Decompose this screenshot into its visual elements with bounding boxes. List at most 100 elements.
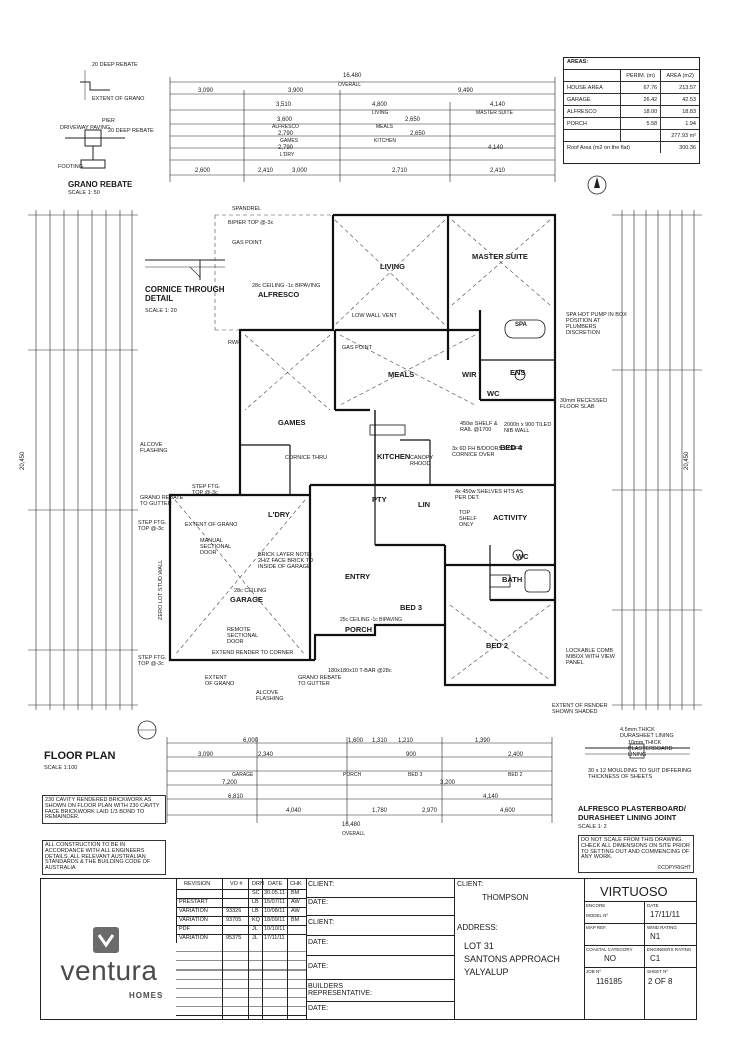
coastal-value: NO xyxy=(604,954,616,963)
bottom-dim-label: BED 3 xyxy=(408,772,423,778)
overall-top: 16,480 xyxy=(343,73,362,79)
room-living: LIVING xyxy=(380,262,406,271)
title-block: ventura HOMES REVISION VO # DRN DATE CHK… xyxy=(40,878,697,1020)
top-dim: 4,140 xyxy=(488,145,504,151)
bottom-dim: 2,400 xyxy=(508,752,524,758)
address-label: ADDRESS: xyxy=(457,923,498,932)
room-bed-3: BED 3 xyxy=(400,603,423,612)
note-grano-rebate: GRANO REBATE TO GUTTER xyxy=(298,675,342,687)
rebate-label: FOOTING xyxy=(58,164,84,170)
note-spa: SPA HOT PUMP IN BOX POSITION AT PLUMBERS… xyxy=(566,312,627,336)
section-marker-icon xyxy=(137,720,157,740)
date-sign-label: DATE: xyxy=(308,939,329,946)
right-overall: 20,450 xyxy=(684,451,690,470)
eng-rating-value: C1 xyxy=(650,954,661,963)
note-shelf-rail: 450w SHELF & RAIL @1700 xyxy=(460,421,498,433)
rev-header: REVISION xyxy=(184,881,211,887)
job-no-label: JOB Nº xyxy=(586,969,601,974)
bottom-dim-label: PORCH xyxy=(343,772,362,778)
bottom-dim-label: BED 2 xyxy=(508,772,523,778)
note-lintel: 180x180x10 T-BAR @28c xyxy=(328,668,392,674)
design-name: VIRTUOSO xyxy=(600,884,668,899)
rev-header: DATE xyxy=(268,881,283,887)
scale-warning-text: DO NOT SCALE FROM THIS DRAWING. CHECK AL… xyxy=(581,837,690,861)
bottom-dim: 2,340 xyxy=(258,752,274,758)
note-canopy: CANOPY RHOOD xyxy=(410,455,434,467)
job-block: VIRTUOSO ENCORE MODEL Nº DATE 17/11/11 M… xyxy=(584,879,696,1019)
note-bipier: BIPIER TOP @-3c xyxy=(228,220,274,226)
client-address: CLIENT: THOMPSON ADDRESS: LOT 31 SANTONS… xyxy=(454,879,585,1019)
areas-row-name: ALFRESCO xyxy=(564,105,621,118)
note-extent-grano: EXTENT OF GRANO xyxy=(205,675,235,687)
bottom-dim: 3,200 xyxy=(440,780,456,786)
client-sign-label: CLIENT: xyxy=(308,881,335,888)
note-extent-render: EXTENT OF RENDER SHOWN SHADED xyxy=(552,703,608,715)
copyright: ©COPYRIGHT xyxy=(657,864,691,871)
cornice-detail xyxy=(145,259,225,280)
floor-plan-title: FLOOR PLAN xyxy=(44,750,116,762)
areas-title: AREAS: xyxy=(567,59,589,65)
top-dim-label: MASTER SUITE xyxy=(476,110,513,116)
top-dim: 2,710 xyxy=(392,168,408,174)
note-manual-door: MANUAL SECTIONAL DOOR xyxy=(200,538,231,556)
areas-col-perim: PERIM. (m) xyxy=(619,69,662,82)
top-dim-label: MEALS xyxy=(376,124,393,130)
date-sign-label: DATE: xyxy=(308,963,329,970)
note-alcove-flashing: ALCOVE FLASHING xyxy=(140,442,168,454)
builders-rep-label: BUILDERS REPRESENTATIVE: xyxy=(308,983,372,998)
areas-row-perim: 5.58 xyxy=(619,117,662,130)
bottom-dim: 6,810 xyxy=(228,794,244,800)
joint-note: 30 x 12 MOULDING TO SUIT DIFFERING THICK… xyxy=(588,768,692,780)
room-bath: BATH xyxy=(502,575,523,584)
porch-note: 25c CEILING -1c BIPAVING xyxy=(340,617,403,623)
joint-note: 4.5mm THICK DURASHEET LINING xyxy=(620,727,674,739)
job-no-value: 116185 xyxy=(596,977,623,986)
note-construction-text: ALL CONSTRUCTION TO BE IN ACCORDANCE WIT… xyxy=(45,842,151,872)
top-dim: 4,140 xyxy=(490,102,506,108)
areas-row-area: 18.83 xyxy=(660,105,699,118)
bottom-dim: 6,000 xyxy=(243,738,259,744)
client-name: THOMPSON xyxy=(482,893,529,902)
room-master-suite: MASTER SUITE xyxy=(472,252,528,261)
top-dim: 2,650 xyxy=(410,131,426,137)
bottom-dim: 1,210 xyxy=(398,738,414,744)
room-ens: ENS xyxy=(510,368,526,377)
garage-note: 28c CEILING xyxy=(234,588,267,594)
areas-total: 277.93 m² xyxy=(660,129,699,142)
date-sign-label: DATE: xyxy=(308,899,329,906)
note-extent-grano: EXTENT OF GRANO xyxy=(185,522,238,528)
note-construction: ALL CONSTRUCTION TO BE IN ACCORDANCE WIT… xyxy=(42,840,166,875)
revision-row: SC 30.05.11 BM xyxy=(176,889,306,899)
bottom-dim: 7,200 xyxy=(222,780,238,786)
room-games: GAMES xyxy=(278,418,306,427)
client-sign-label: CLIENT: xyxy=(308,919,335,926)
room-lin: LIN xyxy=(418,500,431,509)
alfresco-joint-detail xyxy=(585,743,690,759)
bottom-dim: 4,040 xyxy=(286,808,302,814)
grano-rebate-scale: SCALE 1: 50 xyxy=(68,190,100,196)
rebate-label: EXTENT OF GRANO xyxy=(92,96,145,102)
encore-label: ENCORE xyxy=(586,903,606,908)
grano-rebate-title: GRANO REBATE xyxy=(68,180,133,189)
areas-row-perim: 67.76 xyxy=(619,81,662,94)
room-alfresco: ALFRESCO xyxy=(258,290,300,299)
alfresco-joint-title: ALFRESCO PLASTERBOARD/ DURASHEET LINING … xyxy=(578,804,686,822)
bottom-dim: 1,390 xyxy=(475,738,491,744)
bottom-dim: 4,600 xyxy=(500,808,516,814)
room-porch: PORCH xyxy=(345,625,373,634)
top-dim: 9,490 xyxy=(458,88,474,94)
date-sign-label: DATE: xyxy=(308,1005,329,1012)
coastal-label: COASTAL CATEGORY xyxy=(586,947,633,952)
areas-col-name xyxy=(564,69,621,82)
top-dim: 2,790 xyxy=(278,145,294,151)
note-gas-point: GAS POINT xyxy=(342,345,372,351)
wind-rating-label: WIND RATING xyxy=(647,925,677,930)
sheet-value: 2 OF 8 xyxy=(648,977,673,986)
room-ldry: L'DRY xyxy=(268,510,290,519)
top-dim: 3,900 xyxy=(288,88,304,94)
ventura-logo: ventura HOMES xyxy=(41,879,177,1019)
areas-row-area: 1.94 xyxy=(660,117,699,130)
room-garage: GARAGE xyxy=(230,595,263,604)
brand-name: ventura xyxy=(60,955,158,986)
right-dimensions xyxy=(612,210,702,710)
